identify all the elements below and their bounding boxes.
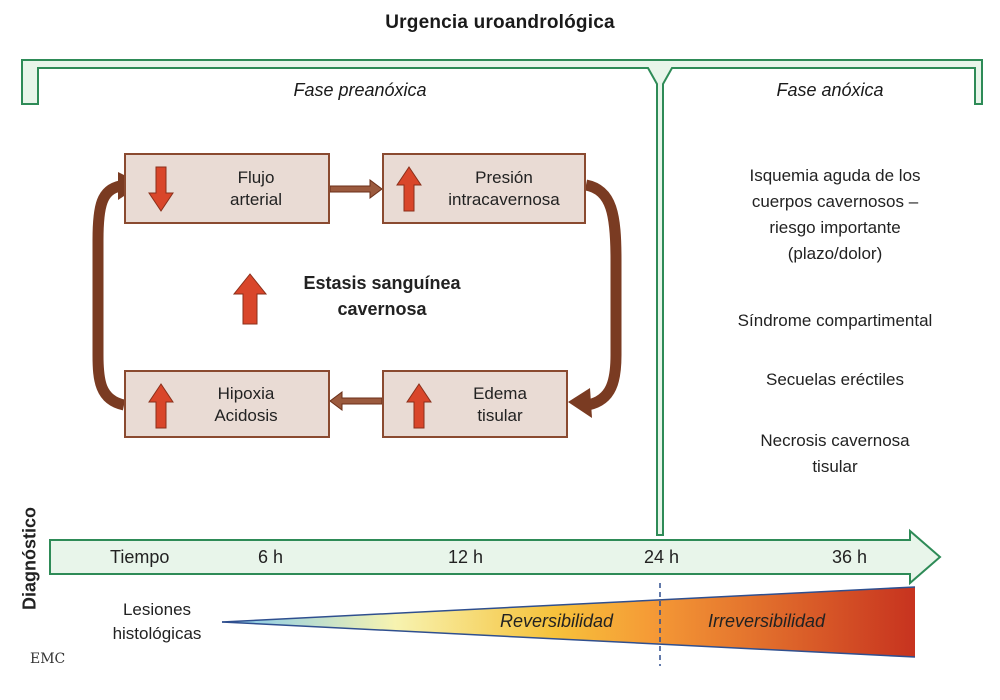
box-flujo-label: Flujo arterial bbox=[230, 168, 282, 209]
reversibilidad-label: Reversibilidad bbox=[500, 611, 614, 631]
arrow-up-icon bbox=[232, 273, 268, 325]
box-edema-label: Edema tisular bbox=[473, 384, 527, 425]
tick-12h: 12 h bbox=[448, 547, 484, 567]
tick-36h: 36 h bbox=[832, 547, 868, 567]
center-label: Estasis sanguínea cavernosa bbox=[303, 273, 461, 319]
cycle-arrows bbox=[92, 172, 622, 418]
timeline-arrow bbox=[49, 528, 942, 586]
publisher-logo: EMC bbox=[30, 651, 66, 667]
anoxic-item-sindrome: Síndrome compartimental bbox=[737, 311, 933, 330]
anoxic-item-isquemia: Isquemia aguda de los cuerpos cavernosos… bbox=[749, 166, 921, 263]
box-hipoxia-acidosis: Hipoxia Acidosis bbox=[124, 370, 330, 438]
arrow-down-icon bbox=[148, 166, 174, 212]
arrow-flujo-to-presion bbox=[329, 179, 383, 199]
diagram-title: Urgencia uroandrológica bbox=[385, 12, 615, 33]
arrow-edema-to-hipoxia bbox=[329, 391, 383, 411]
phase-anoxic: Fase anóxica bbox=[776, 80, 884, 100]
phase-preanoxic: Fase preanóxica bbox=[293, 80, 427, 100]
lesion-gradient bbox=[222, 587, 915, 657]
anoxic-item-necrosis: Necrosis cavernosa tisular bbox=[760, 431, 910, 476]
arrow-up-icon bbox=[406, 383, 432, 429]
lesiones-label: Lesiones histológicas bbox=[112, 600, 202, 643]
anoxic-item-secuelas: Secuelas eréctiles bbox=[766, 370, 904, 389]
diagnostico-label: Diagnóstico bbox=[19, 507, 40, 611]
irreversibilidad-label: Irreversibilidad bbox=[708, 611, 826, 631]
arrow-presion-to-edema bbox=[584, 179, 622, 411]
tick-24h: 24 h bbox=[644, 547, 680, 567]
arrow-up-icon bbox=[396, 166, 422, 212]
box-edema-tisular: Edema tisular bbox=[382, 370, 568, 438]
tick-6h: 6 h bbox=[258, 547, 284, 567]
tick-tiempo: Tiempo bbox=[110, 547, 170, 567]
arrow-hipoxia-to-flujo bbox=[92, 180, 126, 411]
phase-bracket bbox=[21, 59, 983, 536]
box-presion-intracavernosa: Presión intracavernosa bbox=[382, 153, 586, 224]
box-hipoxia-label: Hipoxia Acidosis bbox=[214, 384, 278, 425]
arrow-up-icon bbox=[148, 383, 174, 429]
box-flujo-arterial: Flujo arterial bbox=[124, 153, 330, 224]
box-presion-label: Presión intracavernosa bbox=[448, 168, 560, 209]
